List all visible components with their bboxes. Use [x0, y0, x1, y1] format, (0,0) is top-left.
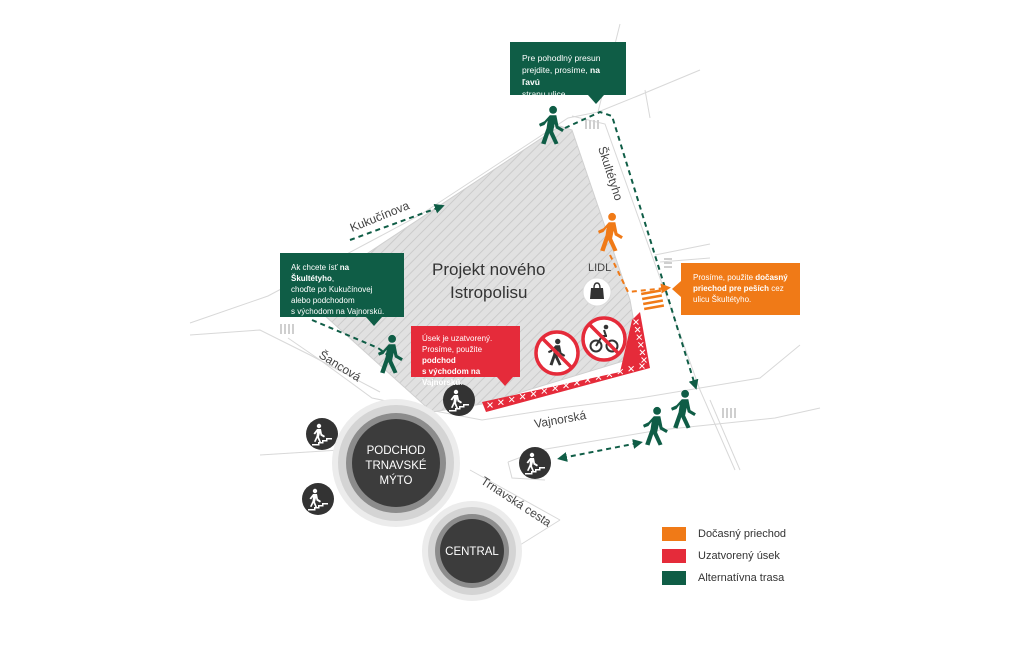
site-title-line1: Projekt nového [432, 260, 545, 279]
callout-top-text-1: Pre pohodlný presun [522, 53, 601, 63]
podchod-label-line1: PODCHOD [367, 445, 426, 457]
callout-orange-text-2: cez [769, 284, 784, 293]
callout-temporary-crossing: Prosíme, použite dočasný priechod pre pe… [681, 263, 800, 315]
closed-section-cross [595, 374, 602, 380]
site-title-line2: Istropolisu [450, 283, 527, 302]
callout-left-text-3: choďte po Kukučínovej [291, 285, 373, 294]
callout-orange-text-1: Prosíme, použite [693, 273, 756, 282]
callout-red-text-2: Prosíme, použite [422, 345, 483, 354]
central-roundabout: CENTRAL [422, 501, 522, 601]
closed-section-cross [639, 363, 645, 369]
temporary-crossing [609, 254, 671, 311]
callout-top: Pre pohodlný presun prejdite, prosíme, n… [510, 42, 626, 99]
callout-red-text-3: . [460, 378, 463, 387]
closed-section-cross [636, 334, 643, 341]
pedestrian-icon-right-1 [643, 406, 668, 446]
closed-section-cross [574, 379, 580, 386]
legend-swatch [662, 549, 686, 563]
legend-label: Dočasný priechod [698, 528, 787, 540]
callout-red-text-1: Úsek je uzatvorený. [422, 334, 493, 343]
closed-section-cross [519, 393, 526, 400]
closed-section [482, 312, 650, 412]
closed-section-cross [634, 326, 641, 333]
underpass-icon-vajnorska [519, 447, 551, 479]
callout-top-text-2: prejdite, prosíme, [522, 65, 591, 75]
legend-swatch [662, 527, 686, 541]
closed-section-cross [541, 388, 548, 394]
legend: Dočasný priechod Uzatvorený úsek Alterna… [662, 523, 786, 589]
closed-section-cross [563, 382, 569, 389]
closed-section-cross [628, 365, 634, 372]
callout-orange-bold-2: priechod pre peších [693, 284, 770, 293]
podchod-label-line2: TRNAVSKÉ [365, 459, 426, 472]
closed-section-cross [530, 391, 537, 397]
closed-section-cross [552, 385, 558, 392]
closed-section-crosses [487, 319, 647, 408]
callout-orange-bold-1: dočasný [755, 273, 788, 282]
callout-left-pointer [366, 317, 382, 326]
underpass-icon-left-bottom [302, 483, 334, 515]
legend-label: Alternatívna trasa [698, 572, 785, 584]
callout-top-bold-1: na ľavú [522, 65, 600, 87]
callout-left-text-4: alebo podchodom [291, 296, 355, 305]
callout-top-text-3: stranu ulice. [522, 89, 568, 99]
legend-item-temporary-crossing: Dočasný priechod [662, 523, 786, 545]
pedestrian-crossings [280, 120, 736, 418]
closed-section-cross [584, 377, 591, 383]
street-label-skultetyho: Škultétyho [595, 144, 627, 202]
callout-left-text-5: s východom na Vajnorskú. [291, 307, 385, 316]
callout-orange-pointer [672, 281, 681, 297]
underpass-icon-left-top [306, 418, 338, 450]
callout-red-pointer [497, 377, 513, 386]
lidl-label: LIDL [588, 262, 611, 274]
callout-red-bold-1: podchod [422, 356, 456, 365]
callout-left-text-2: , [331, 274, 335, 283]
no-bicycle-icon [581, 316, 627, 362]
underpass-icon-site [443, 384, 475, 416]
no-pedestrian-icon [534, 330, 580, 376]
callout-closed-section: Úsek je uzatvorený. Prosíme, použite pod… [411, 326, 520, 387]
shopping-bag-icon [582, 277, 612, 307]
callout-red-bold-2: s východom na Vajnorskú [422, 367, 481, 387]
road-network [189, 23, 821, 546]
podchod-label-line3: MÝTO [379, 474, 412, 487]
closed-section-cross [498, 399, 504, 406]
closed-section-cross [641, 357, 647, 363]
legend-swatch [662, 571, 686, 585]
closed-section-cross [637, 341, 644, 348]
callout-orange-text-3: ulicu Škultétyho. [693, 295, 752, 304]
closed-section-cross [617, 368, 624, 375]
callout-left-text-1: Ak chcete ísť [291, 263, 340, 272]
closed-section-cross [639, 349, 646, 356]
street-label-sancova: Šancová [316, 347, 364, 385]
callout-left: Ak chcete ísť na Škultétyho, choďte po K… [280, 253, 404, 317]
callout-top-pointer [588, 95, 604, 104]
closed-section-cross [487, 402, 493, 408]
central-label: CENTRAL [445, 546, 499, 558]
street-label-vajnorska: Vajnorská [533, 408, 587, 431]
closed-section-cross [606, 371, 613, 378]
legend-label: Uzatvorený úsek [698, 550, 780, 562]
pedestrian-icon-right-2 [671, 389, 696, 429]
closed-section-cross [633, 319, 639, 325]
closed-section-cross [508, 396, 515, 403]
podchod-trnavske-myto-roundabout: PODCHOD TRNAVSKÉ MÝTO [332, 399, 460, 527]
legend-item-closed-section: Uzatvorený úsek [662, 545, 786, 567]
callout-left-bold-1: na Škultétyho [291, 263, 350, 283]
legend-item-alternative-route: Alternatívna trasa [662, 567, 786, 589]
